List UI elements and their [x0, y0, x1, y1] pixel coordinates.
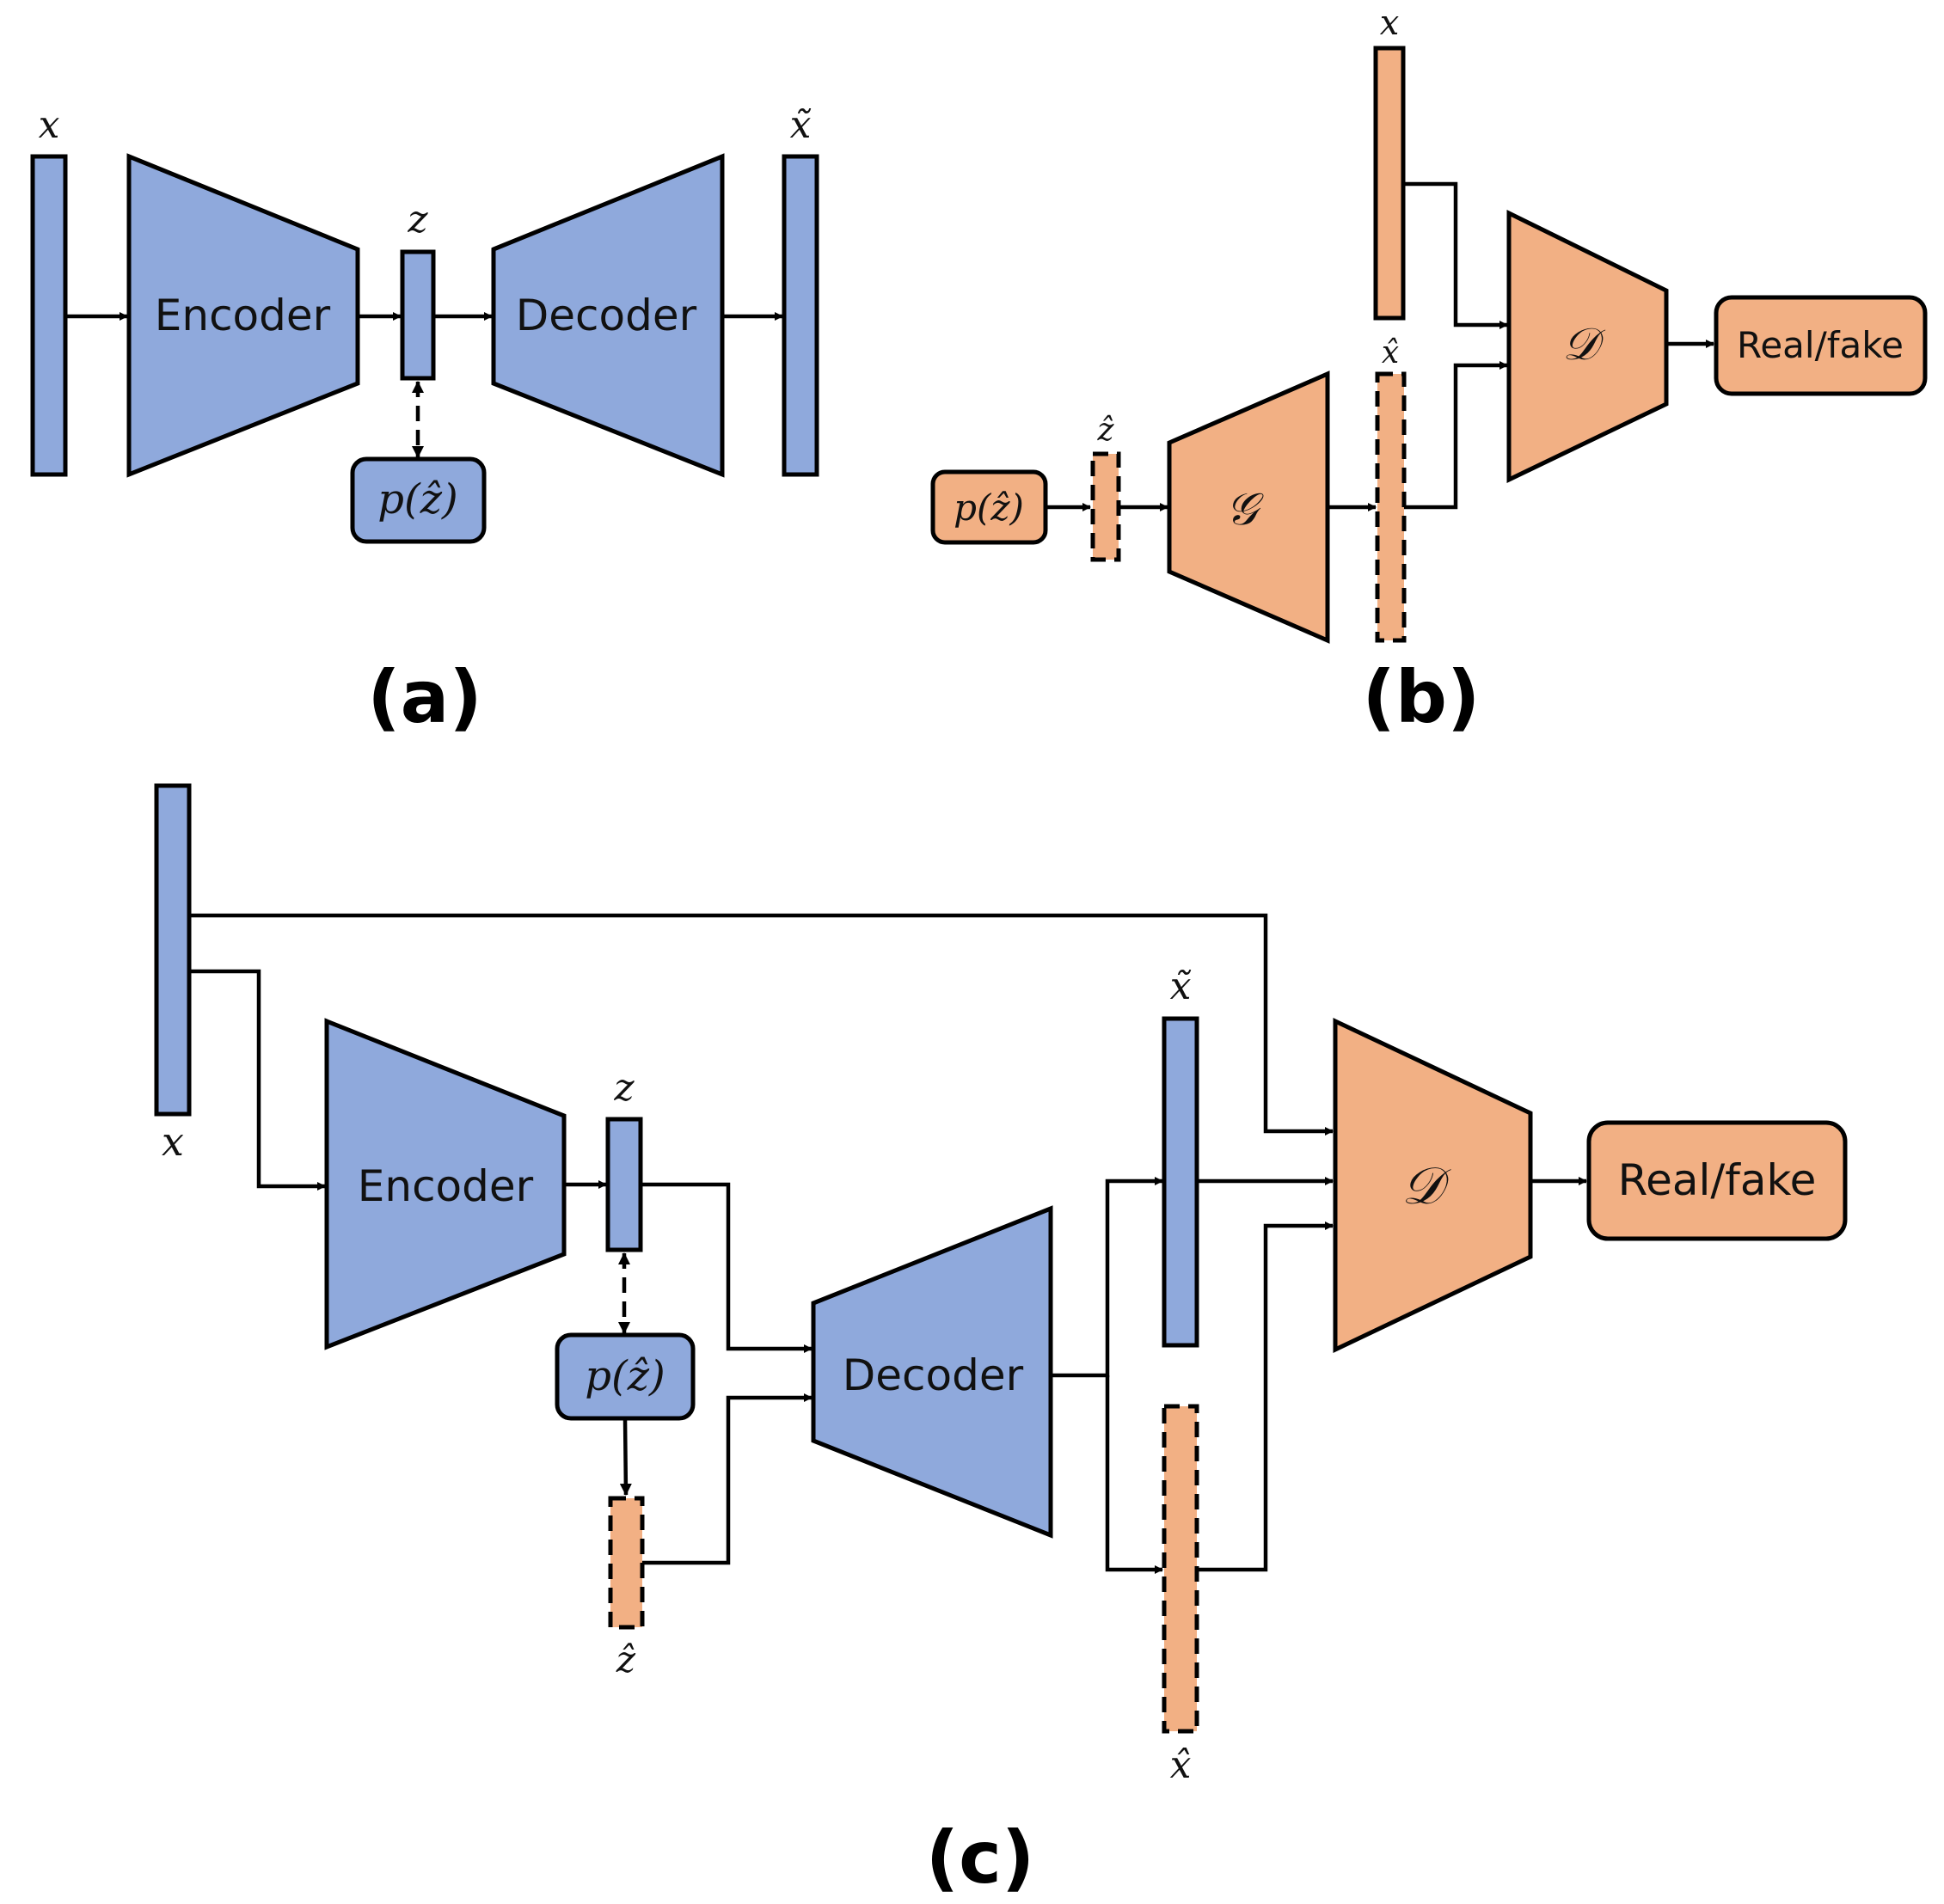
encoder-block-c	[324, 1018, 567, 1350]
encoder-label: Encoder	[155, 291, 331, 340]
panel-b: x p(ẑ) ẑ 𝒢 x̂ 𝒟 Real/fake (b)	[930, 3, 1928, 739]
input-x-c-label: x	[162, 1118, 184, 1165]
decision-b-label: Real/fake	[1737, 324, 1904, 366]
generated-vector-x-hat-c	[1162, 1404, 1199, 1734]
input-x-label: x	[39, 103, 60, 147]
latent-z-label: z	[407, 198, 428, 242]
generated-vector-x-hat	[1375, 371, 1407, 643]
wire-generated-to-discriminator	[1404, 361, 1508, 510]
decoder-label: Decoder	[516, 291, 697, 340]
discriminator-block-b	[1506, 209, 1669, 483]
latent-vector-z-c	[605, 1117, 643, 1252]
wire-generated-to-discriminator-c	[1197, 1221, 1334, 1572]
arrow-prior-to-sample-c	[619, 1417, 632, 1496]
prior-sample-z-hat	[1090, 451, 1121, 562]
prior-box	[350, 456, 487, 544]
panel-c: x Encoder z p(ẑ) ẑ Decoder x̃ x̂ 𝒟 Real/…	[154, 783, 1848, 1900]
decision-box-b	[1714, 295, 1928, 396]
decision-box-c	[1586, 1120, 1848, 1241]
panel-c-caption: (c)	[926, 1815, 1035, 1900]
decoder-block-c	[811, 1205, 1053, 1539]
latent-z-c-label: z	[613, 1066, 635, 1110]
output-x-tilde-label: x̃	[790, 103, 812, 147]
wire-z-to-decoder	[641, 1182, 813, 1353]
reconstruction-vector-x-tilde	[1162, 1016, 1199, 1348]
generated-x-hat-label: x̂	[1382, 335, 1399, 370]
real-input-vector-x	[1373, 46, 1406, 321]
generated-x-hat-c-label: x̂	[1170, 1743, 1192, 1787]
panel-a-caption: (a)	[367, 655, 481, 739]
input-vector-x-c	[154, 783, 192, 1117]
latent-vector-z	[400, 249, 436, 381]
panel-b-caption: (b)	[1363, 655, 1481, 739]
wire-decoder-to-reconstruction	[1051, 1177, 1163, 1378]
discriminator-block-c	[1333, 1018, 1533, 1353]
prior-sample-z-hat-c	[608, 1496, 645, 1630]
decoder-c-label: Decoder	[843, 1350, 1024, 1400]
prior-c-label: p(ẑ)	[585, 1352, 665, 1400]
wire-real-to-discriminator	[1403, 181, 1508, 329]
generator-block	[1167, 370, 1330, 644]
prior-b-label: p(ẑ)	[954, 487, 1024, 529]
decision-c-label: Real/fake	[1618, 1155, 1817, 1205]
encoder-c-label: Encoder	[358, 1161, 534, 1211]
prior-label: p(ẑ)	[377, 475, 457, 523]
wire-decoder-to-generated	[1105, 1375, 1163, 1574]
reconstruction-x-tilde-label: x̃	[1170, 964, 1192, 1008]
wire-input-to-discriminator	[189, 913, 1334, 1136]
wire-input-to-encoder	[189, 969, 326, 1191]
panel-a: x Encoder z p(ẑ) Decoder x̃ (a)	[30, 103, 819, 739]
input-vector-x	[30, 154, 68, 477]
prior-sample-z-hat-c-label: ẑ	[616, 1638, 636, 1681]
real-input-x-label: x	[1380, 3, 1400, 43]
decoder-block	[491, 153, 725, 478]
prior-sample-z-hat-label: ẑ	[1097, 413, 1115, 448]
wire-z-hat-to-decoder	[642, 1393, 813, 1565]
encoder-block	[126, 153, 360, 478]
output-vector-x-tilde	[782, 154, 819, 477]
